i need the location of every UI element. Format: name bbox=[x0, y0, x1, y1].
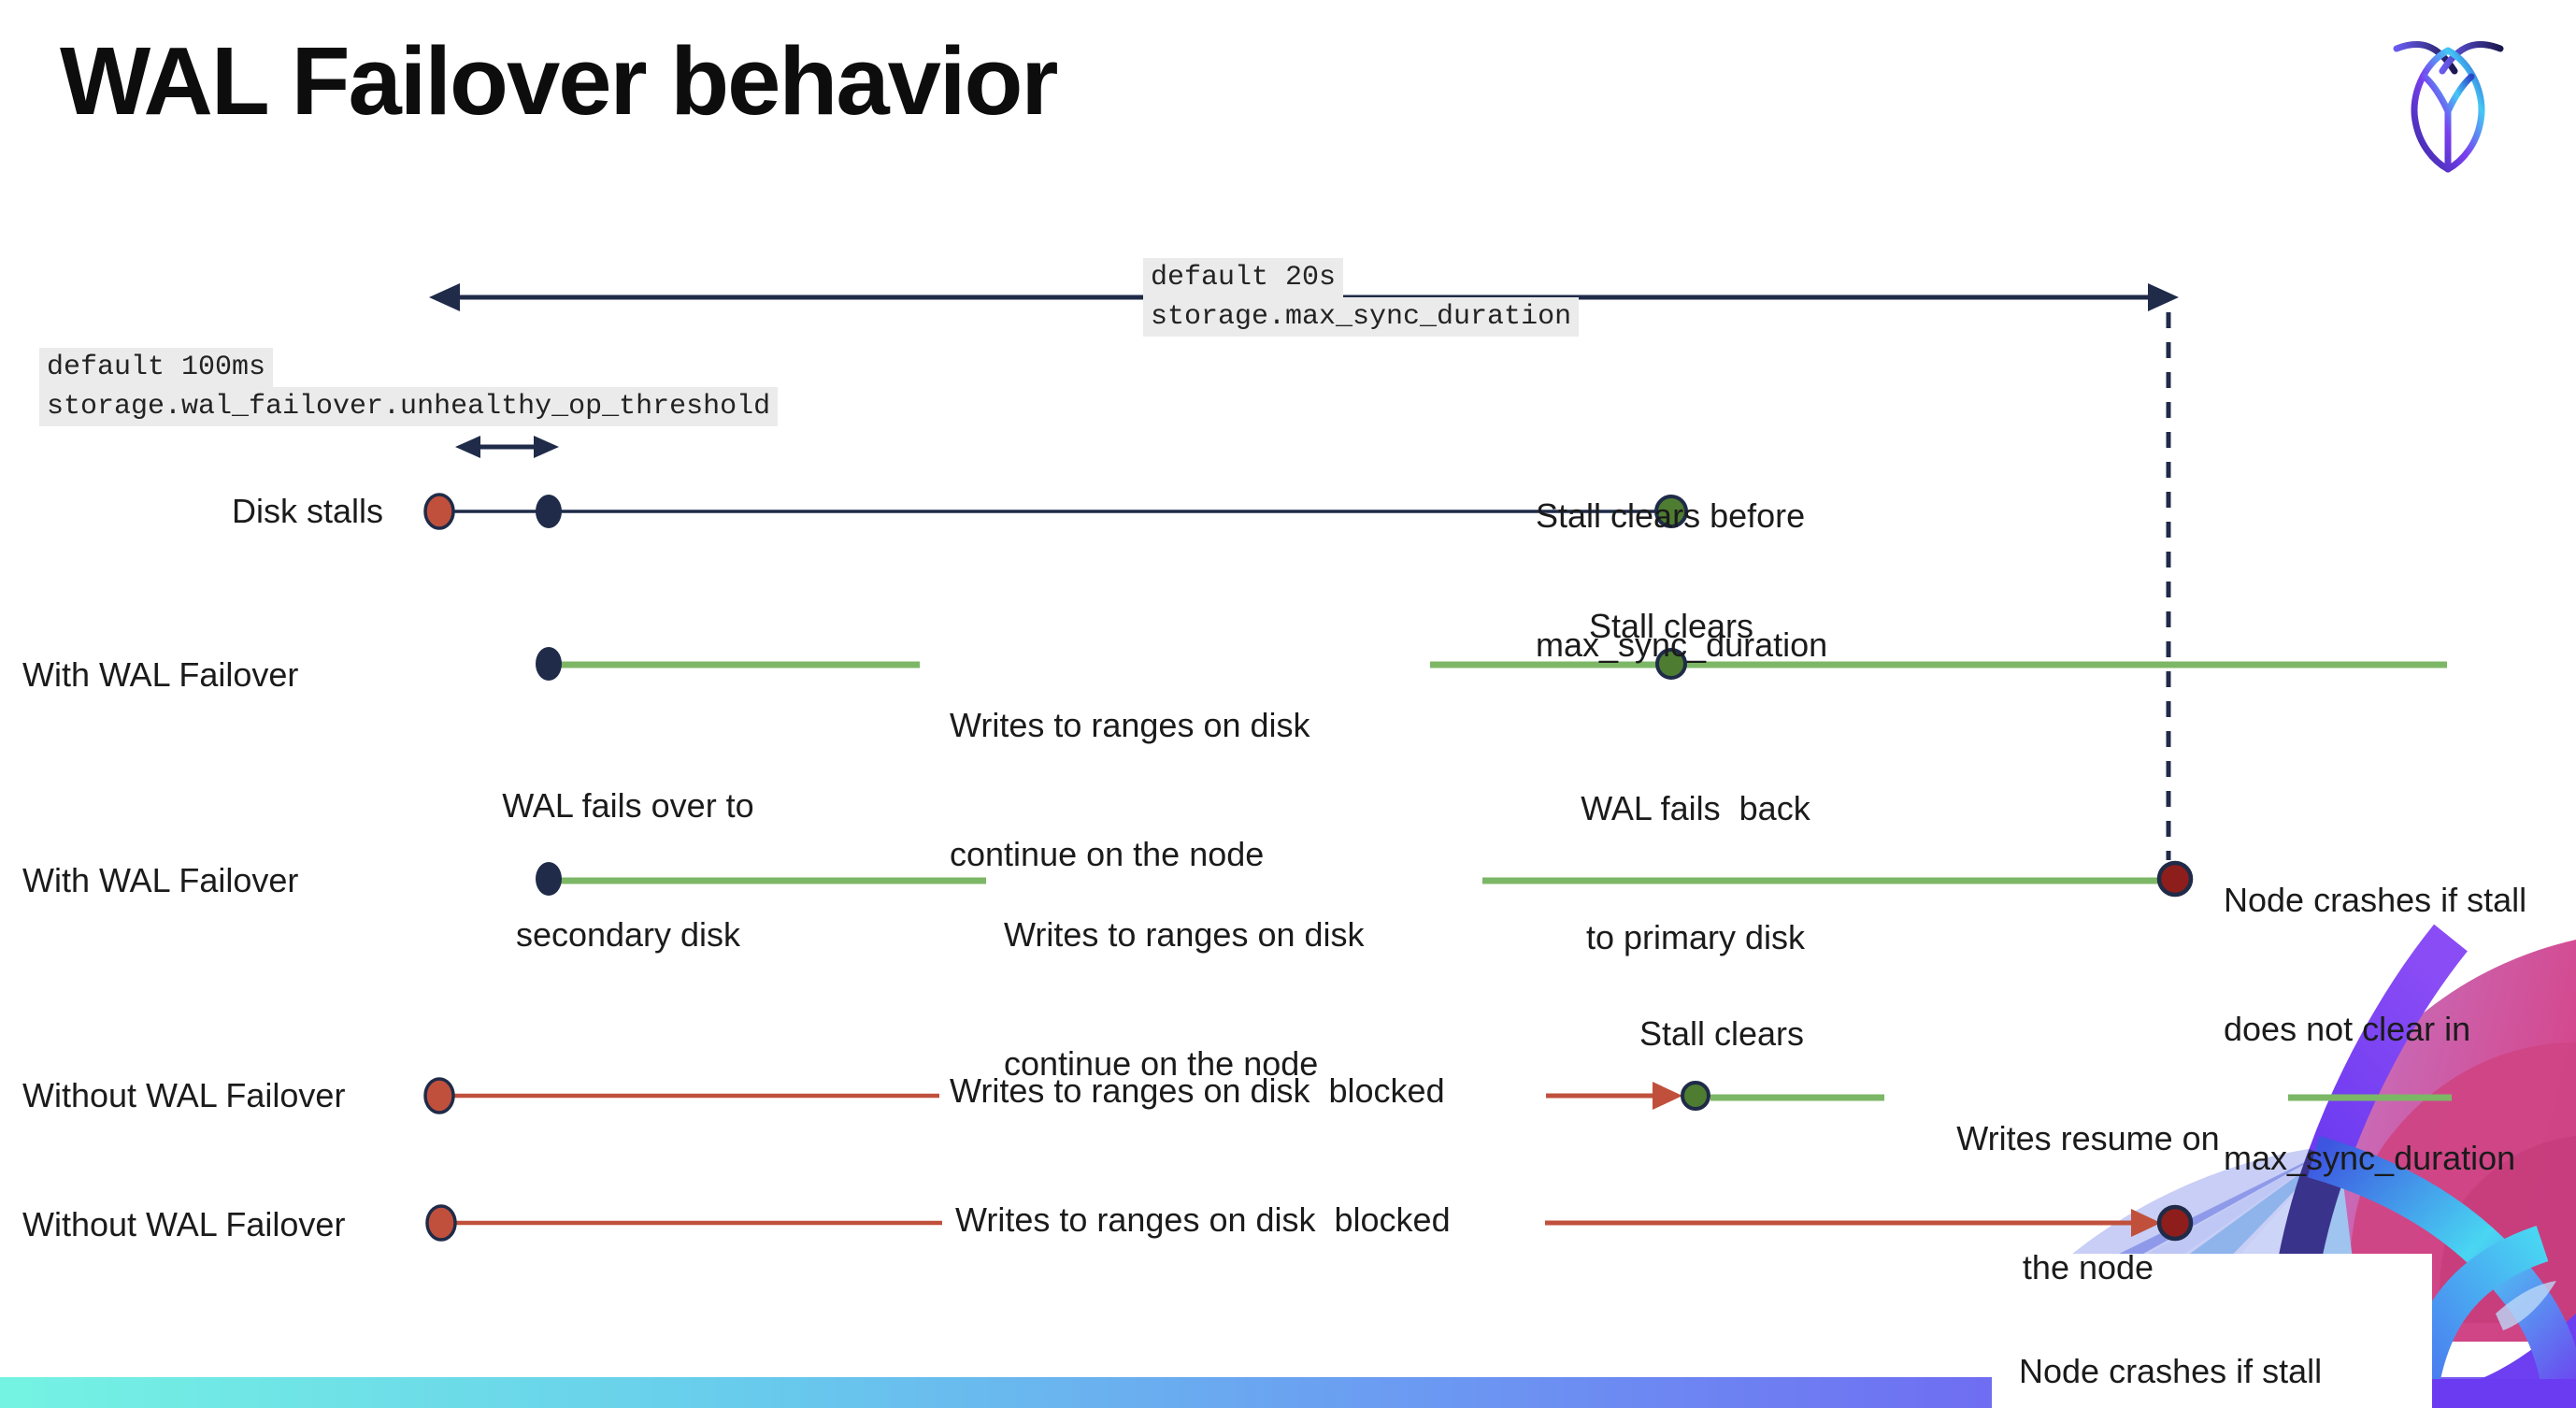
node-crash-dot bbox=[2156, 1204, 2194, 1242]
writes-blocked-text-2: Writes to ranges on disk blocked bbox=[955, 1200, 1451, 1239]
row-label-without-wal-failover-2: Without WAL Failover bbox=[22, 1205, 346, 1243]
wal-fails-back-text: WAL fails back to primary disk bbox=[1581, 789, 1810, 956]
unhealthy-op-threshold-label: default 100ms storage.wal_failover.unhea… bbox=[39, 348, 779, 426]
cockroachdb-logo-icon bbox=[2393, 41, 2504, 173]
node-crash-text-2: Node crashes if stall does not clear in … bbox=[2019, 1352, 2323, 1390]
unhealthy-op-setting-name: storage.wal_failover.unhealthy_op_thresh… bbox=[39, 387, 779, 426]
max-sync-default-value: default 20s bbox=[1143, 258, 1344, 297]
row-label-disk-stalls: Disk stalls bbox=[231, 492, 383, 530]
failover-dot bbox=[536, 647, 562, 681]
row-label-with-wal-failover-2: With WAL Failover bbox=[22, 861, 299, 899]
writes-continue-text-1: Writes to ranges on disk continue on the… bbox=[950, 706, 1310, 873]
page-title: WAL Failover behavior bbox=[60, 27, 1059, 135]
failover-dot bbox=[536, 862, 562, 896]
failover-threshold-dot bbox=[536, 495, 562, 528]
wal-fails-over-text: WAL fails over to secondary disk bbox=[502, 786, 754, 954]
row-label-with-wal-failover-1: With WAL Failover bbox=[22, 655, 299, 694]
row-label-without-wal-failover-1: Without WAL Failover bbox=[22, 1076, 346, 1114]
stall-clears-dot bbox=[1655, 648, 1687, 680]
stall-clears-text-1: Stall clears bbox=[1588, 607, 1754, 645]
timeline-without-failover-2 bbox=[425, 1204, 2194, 1242]
stall-clears-before-text: Stall clears before max_sync_duration bbox=[1536, 496, 1828, 664]
stall-clears-dot bbox=[1681, 1081, 1710, 1111]
writes-blocked-text-1: Writes to ranges on disk blocked bbox=[950, 1071, 1445, 1110]
max-sync-setting-name: storage.max_sync_duration bbox=[1143, 297, 1580, 337]
stall-clears-text-2: Stall clears bbox=[1639, 1014, 1805, 1053]
timeline-with-failover-1 bbox=[536, 647, 2447, 681]
node-crash-text-1: Node crashes if stall does not clear in … bbox=[2224, 881, 2527, 1177]
unhealthy-op-default-value: default 100ms bbox=[39, 348, 274, 387]
max-sync-duration-label: default 20s storage.max_sync_duration bbox=[1143, 258, 1580, 337]
stall-clears-dot bbox=[1654, 495, 1688, 528]
disk-stall-start-dot bbox=[423, 493, 455, 530]
node-crash-callout-box: Node crashes if stall does not clear in … bbox=[1992, 1254, 2432, 1408]
unhealthy-op-threshold-arrow bbox=[455, 436, 559, 458]
timeline-disk-stalls bbox=[423, 493, 1688, 530]
timeline-with-failover-2 bbox=[536, 860, 2194, 898]
disk-stall-start-dot bbox=[425, 1204, 457, 1242]
disk-stall-start-dot bbox=[423, 1077, 455, 1114]
writes-continue-text-2: Writes to ranges on disk continue on the… bbox=[1004, 915, 1365, 1083]
writes-resume-text: Writes resume on the node bbox=[1956, 1119, 2220, 1286]
node-crash-dot bbox=[2156, 860, 2194, 898]
timeline-without-failover-1 bbox=[423, 1077, 2452, 1114]
